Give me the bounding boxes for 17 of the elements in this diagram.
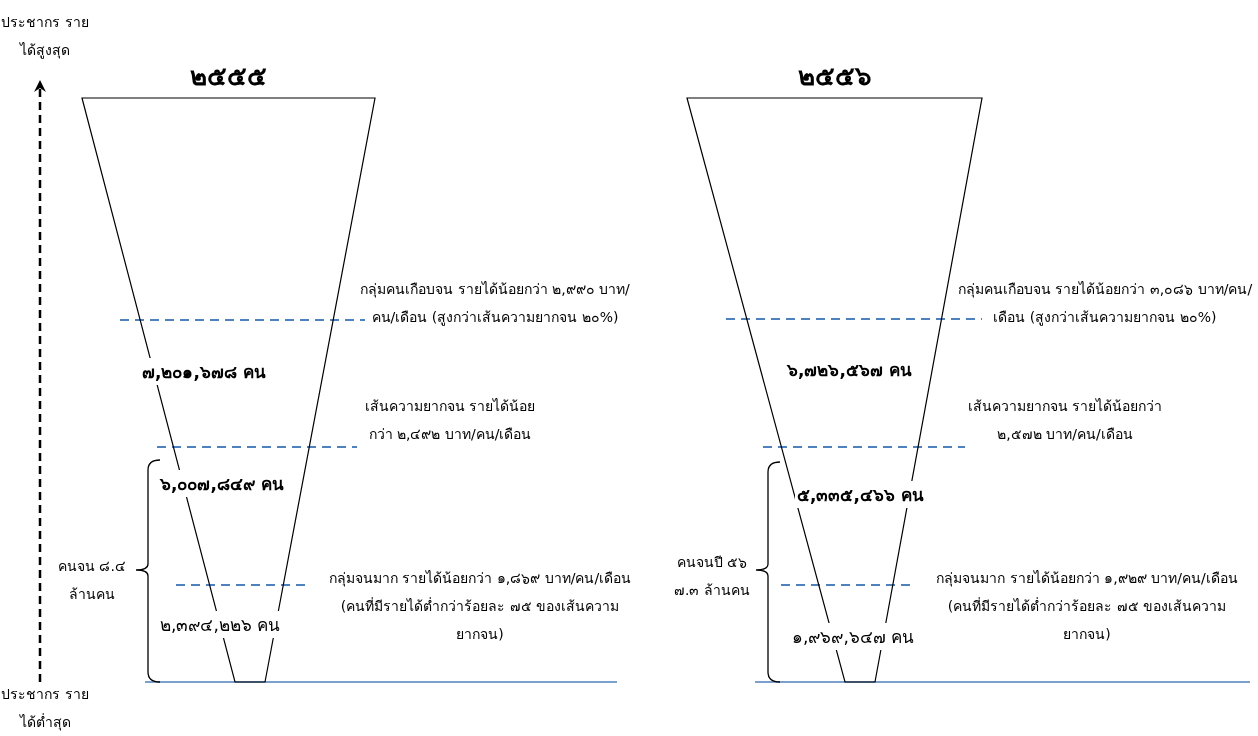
bracket-label: คนจนปี ๕๖ ๗.๓ ล้านคน — [673, 553, 751, 600]
threshold-note: กลุ่มคนเกือบจน รายได้น้อยกว่า ๓,๐๘๖ บาท/คน/เดือน (สูงกว่าเส้นความยากจน ๒๐%) — [956, 280, 1254, 328]
threshold-note: เส้นความยากจน รายได้น้อยกว่า ๒,๔๙๒ บาท/คน/เดือน — [363, 397, 537, 444]
year-heading: ๒๕๕๖ — [798, 60, 872, 93]
bracket-label: คนจน ๘.๔ ล้านคน — [57, 557, 127, 604]
threshold-note: เส้นความยากจน รายได้น้อยกว่า ๒,๕๗๒ บาท/คน/เดือน — [966, 397, 1164, 444]
population-count: ๑,๙๖๙,๖๔๗ คน — [790, 623, 917, 650]
population-count: ๖,๐๐๗,๘๔๙ คน — [158, 470, 286, 497]
population-count: ๗,๒๐๑,๖๗๘ คน — [140, 358, 268, 385]
year-heading: ๒๕๕๕ — [189, 60, 267, 93]
population-count: ๒,๓๙๔,๒๒๖ คน — [158, 611, 283, 638]
axis-label: ประชากร รายได้ต่ำสุด — [0, 685, 90, 733]
threshold-note: กลุ่มจนมาก รายได้น้อยกว่า ๑,๘๖๙ บาท/คน/เดือน (คนที่มีรายได้ต่ำกว่าร้อยละ ๗๕ ของเส้นความยากจน) — [327, 569, 633, 644]
population-count: ๕,๓๓๕,๔๖๖ คน — [795, 481, 926, 508]
threshold-note: กลุ่มคนเกือบจน รายได้น้อยกว่า ๒,๙๙๐ บาท/คน/เดือน (สูงกว่าเส้นความยากจน ๒๐%) — [359, 280, 631, 328]
axis-label: ประชากร รายได้สูงสุด — [0, 13, 90, 61]
threshold-note: กลุ่มจนมาก รายได้น้อยกว่า ๑,๙๒๙ บาท/คน/เดือน (คนที่มีรายได้ต่ำกว่าร้อยละ ๗๕ ของเส้นความยากจน) — [935, 569, 1239, 644]
